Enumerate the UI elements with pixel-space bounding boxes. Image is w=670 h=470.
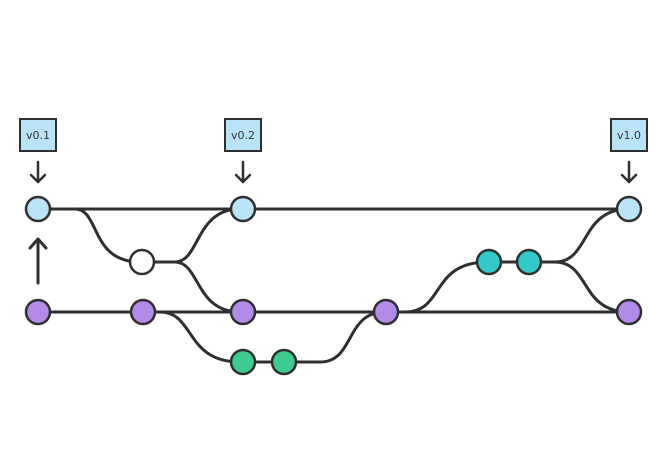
develop-commit — [24, 298, 52, 326]
hotfix-merge-master — [138, 207, 242, 264]
tag-v1-0: v1.0 — [610, 118, 648, 152]
master-commit — [615, 195, 643, 223]
commits — [24, 195, 643, 376]
branch-lines — [36, 207, 631, 364]
feature-merge-develop — [282, 310, 387, 364]
develop-commit — [129, 298, 157, 326]
tag-box — [19, 118, 57, 152]
initial-arrow — [28, 237, 48, 285]
tag-box — [224, 118, 262, 152]
master-commit — [229, 195, 257, 223]
release-commit — [515, 248, 543, 276]
tag-arrow-v0-2 — [234, 160, 252, 184]
tag-arrows — [29, 160, 638, 184]
tag-box — [610, 118, 648, 152]
tag-v0-1: v0.1 — [19, 118, 57, 152]
develop-commit — [615, 298, 643, 326]
tag-arrow-v0-1 — [29, 160, 47, 184]
tag-arrow-v1-0 — [620, 160, 638, 184]
feature-branch-out — [158, 310, 242, 364]
tag-label: v1.0 — [617, 129, 641, 142]
tag-label: v0.2 — [231, 129, 255, 142]
feature-commit — [270, 348, 298, 376]
develop-commit — [229, 298, 257, 326]
feature-commit — [229, 348, 257, 376]
master-commit — [24, 195, 52, 223]
tag-v0-2: v0.2 — [224, 118, 262, 152]
tag-label: v0.1 — [26, 129, 50, 142]
hotfix-merge-develop — [173, 260, 242, 314]
release-merge-master — [526, 207, 631, 264]
release-commit — [475, 248, 503, 276]
release-merge-develop — [553, 260, 631, 314]
develop-commit — [372, 298, 400, 326]
hotfix-commit — [128, 248, 156, 276]
hotfix-branch-out — [73, 207, 142, 264]
release-branch-out — [403, 260, 490, 314]
